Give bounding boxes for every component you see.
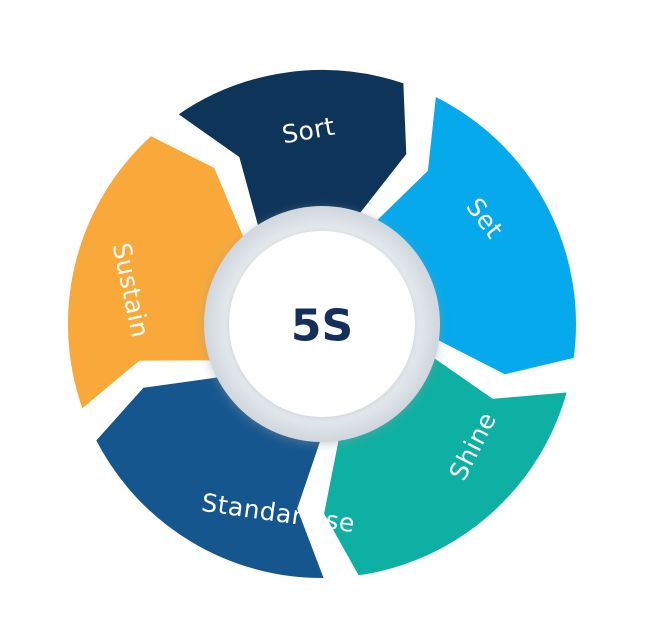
hub-inner-circle	[229, 231, 415, 417]
center-hub: 5S	[204, 206, 440, 442]
center-label: 5S	[291, 301, 353, 352]
segments-group	[63, 66, 580, 583]
